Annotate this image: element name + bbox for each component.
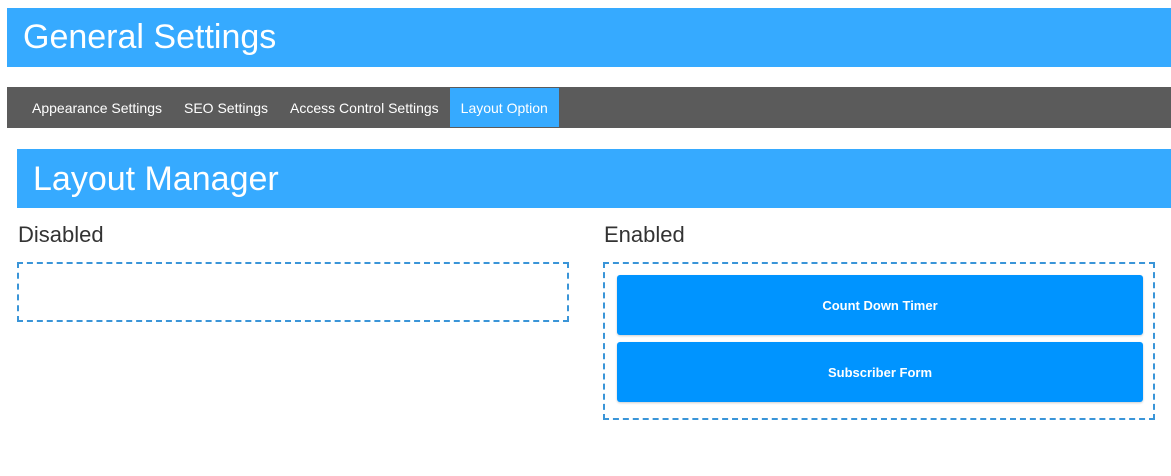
disabled-drop-zone[interactable] [17, 262, 569, 322]
settings-tab-bar: Appearance Settings SEO Settings Access … [7, 87, 1171, 128]
enabled-column-label: Enabled [604, 222, 685, 247]
section-title: Layout Manager [33, 159, 279, 198]
page-header: General Settings [7, 8, 1171, 67]
tab-layout-option[interactable]: Layout Option [449, 88, 559, 127]
enabled-drop-zone[interactable]: Count Down Timer Subscriber Form [603, 262, 1155, 420]
module-subscriber-form[interactable]: Subscriber Form [617, 342, 1143, 402]
tab-access-control-settings[interactable]: Access Control Settings [290, 99, 439, 116]
disabled-column-label: Disabled [18, 222, 104, 247]
module-count-down-timer[interactable]: Count Down Timer [617, 275, 1143, 335]
section-header: Layout Manager [17, 149, 1171, 208]
page-title: General Settings [23, 17, 277, 56]
tab-appearance-settings[interactable]: Appearance Settings [32, 99, 162, 116]
tab-seo-settings[interactable]: SEO Settings [183, 99, 269, 116]
